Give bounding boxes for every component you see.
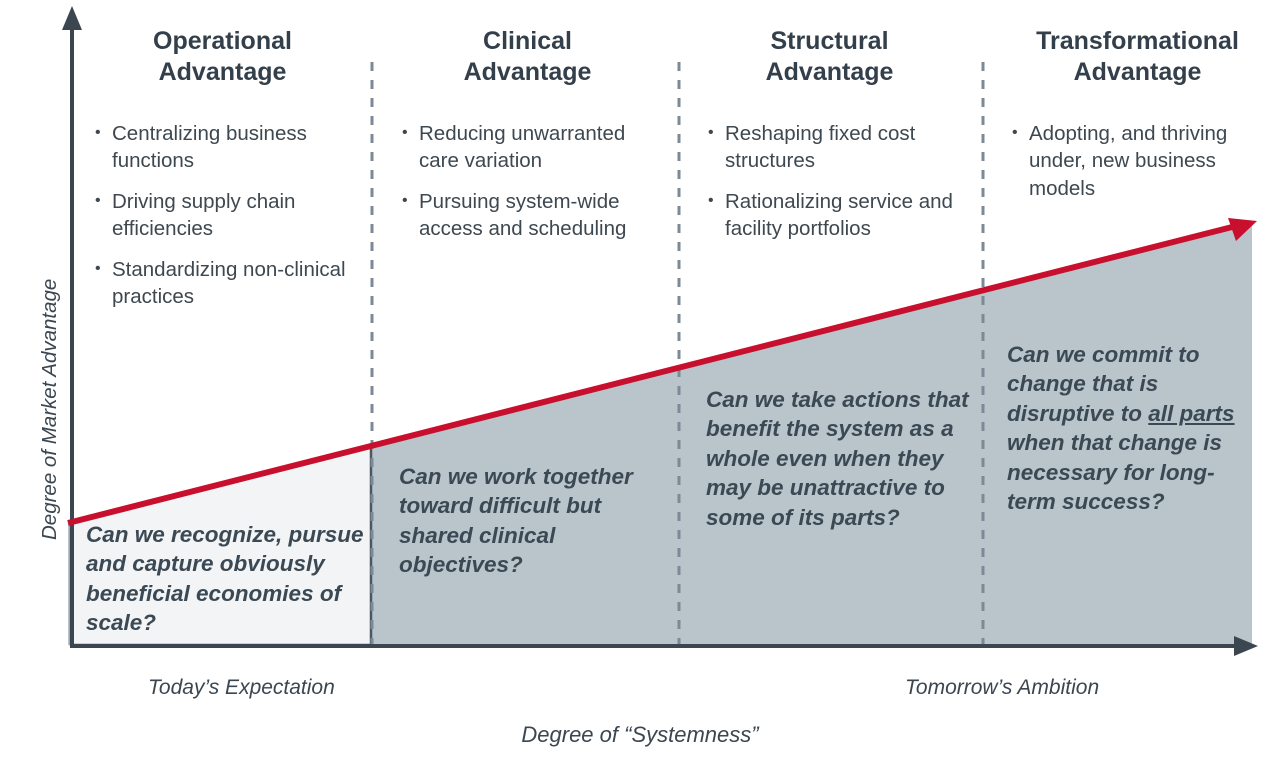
question-text: Can we recognize, pursue and capture obv… [86, 522, 364, 636]
bullet-text: Driving supply chain efficiencies [112, 189, 296, 241]
question-clinical: Can we work together toward difficult bu… [399, 462, 674, 580]
list-item: • Driving supply chain efficiencies [95, 188, 355, 243]
bullet-dot-icon: • [95, 191, 101, 209]
question-text: Can we take actions that benefit the sys… [706, 387, 969, 530]
bullet-text: Pursuing system-wide access and scheduli… [419, 189, 627, 241]
list-item: • Centralizing business functions [95, 120, 355, 175]
question-text: Can we work together toward difficult bu… [399, 464, 633, 578]
column-title-operational: Operational Advantage [153, 27, 292, 86]
y-axis-label: Degree of Market Advantage [38, 278, 61, 540]
question-text-part-1: Can we commit to change that is disrupti… [1007, 342, 1200, 426]
list-item: • Rationalizing service and facility por… [708, 188, 963, 243]
column-title-transformational: Transformational Advantage [1036, 27, 1239, 86]
bullet-dot-icon: • [1012, 124, 1018, 141]
bullet-dot-icon: • [402, 191, 408, 209]
bullet-text: Reshaping fixed cost structures [725, 122, 916, 173]
list-item: • Standardizing non-clinical practices [95, 256, 355, 311]
bullet-text: Reducing unwarranted care variation [419, 122, 626, 173]
list-item: • Reducing unwarranted care variation [402, 120, 660, 175]
bullet-list-clinical: • Reducing unwarranted care variation • … [402, 120, 660, 256]
bullet-dot-icon: • [708, 124, 714, 141]
x-tick-label-right: Tomorrow’s Ambition [905, 676, 1100, 699]
question-structural: Can we take actions that benefit the sys… [706, 385, 974, 532]
x-axis-arrowhead [1234, 636, 1258, 656]
list-item: • Reshaping fixed cost structures [708, 120, 963, 175]
bullet-list-operational: • Centralizing business functions • Driv… [95, 120, 355, 324]
y-axis-arrowhead [62, 6, 82, 30]
bullet-list-transformational: • Adopting, and thriving under, new busi… [1012, 120, 1242, 215]
question-text-emphasis: all parts [1148, 400, 1235, 426]
trend-arrowhead [1228, 218, 1257, 241]
bullet-list-structural: • Reshaping fixed cost structures • Rati… [708, 120, 963, 256]
bullet-dot-icon: • [708, 191, 714, 209]
bullet-text: Adopting, and thriving under, new busine… [1029, 122, 1228, 200]
bullet-text: Standardizing non-clinical practices [112, 257, 346, 309]
list-item: • Pursuing system-wide access and schedu… [402, 188, 660, 243]
bullet-dot-icon: • [95, 259, 101, 277]
list-item: • Adopting, and thriving under, new busi… [1012, 120, 1242, 202]
column-title-structural: Structural Advantage [765, 27, 894, 86]
question-operational: Can we recognize, pursue and capture obv… [86, 520, 366, 638]
bullet-dot-icon: • [402, 124, 408, 141]
bullet-dot-icon: • [95, 124, 101, 141]
x-tick-label-left: Today’s Expectation [148, 676, 335, 699]
bullet-text: Rationalizing service and facility portf… [725, 189, 953, 241]
bullet-text: Centralizing business functions [112, 122, 307, 173]
question-text-part-2: when that change is necessary for long-t… [1007, 430, 1223, 515]
x-axis-label: Degree of “Systemness” [521, 722, 759, 747]
question-transformational: Can we commit to change that is disrupti… [1007, 340, 1257, 517]
column-title-clinical: Clinical Advantage [463, 27, 592, 86]
